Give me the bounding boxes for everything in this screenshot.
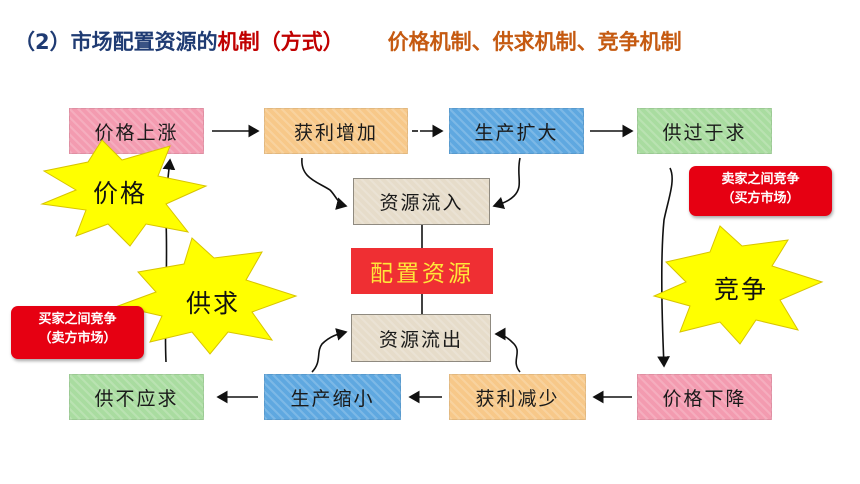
star-price-label: 价格 xyxy=(93,179,148,208)
node-production-shrink: 生产缩小 xyxy=(264,374,401,420)
node-undersupply: 供不应求 xyxy=(69,374,204,420)
arrow-right-down xyxy=(657,167,673,368)
node-resource-outflow: 资源流出 xyxy=(351,314,491,362)
node-allocate-resources: 配置资源 xyxy=(351,248,493,294)
star-supply-demand-shape xyxy=(116,237,298,355)
title-main: （2）市场配置资源的 xyxy=(14,30,218,54)
curve-outflow-right xyxy=(494,327,521,373)
node-oversupply: 供过于求 xyxy=(637,108,772,154)
callout-seller-competition: 卖家之间竞争 （买方市场） xyxy=(689,166,832,216)
mechanism-types: 价格机制、供求机制、竞争机制 xyxy=(387,30,682,54)
star-competition-label: 竞争 xyxy=(714,275,769,304)
callout-seller-line2: （买方市场） xyxy=(721,191,800,206)
curve-inflow-left xyxy=(301,157,348,210)
callout-buyer-line1: 买家之间竞争 xyxy=(38,312,117,327)
title-keyword: 机制 xyxy=(217,30,260,54)
node-profit-increase: 获利增加 xyxy=(264,108,408,154)
node-profit-decrease: 获利减少 xyxy=(449,374,586,420)
node-price-rise: 价格上涨 xyxy=(69,108,204,154)
page-title: （2）市场配置资源的机制（方式） 价格机制、供求机制、竞争机制 xyxy=(14,26,682,56)
star-competition-shape xyxy=(652,225,824,345)
curve-inflow-right xyxy=(492,157,521,210)
title-paren: （方式） xyxy=(259,30,344,54)
callout-seller-line1: 卖家之间竞争 xyxy=(721,172,800,187)
node-price-fall: 价格下降 xyxy=(637,374,772,420)
callout-buyer-competition: 买家之间竞争 （卖方市场） xyxy=(11,306,144,359)
star-supply-demand-label: 供求 xyxy=(186,289,241,318)
callout-buyer-line2: （卖方市场） xyxy=(38,331,117,346)
node-resource-inflow: 资源流入 xyxy=(353,178,490,225)
star-price-shape xyxy=(40,139,208,247)
node-production-expand: 生产扩大 xyxy=(449,108,584,154)
curve-outflow-left xyxy=(311,328,348,373)
